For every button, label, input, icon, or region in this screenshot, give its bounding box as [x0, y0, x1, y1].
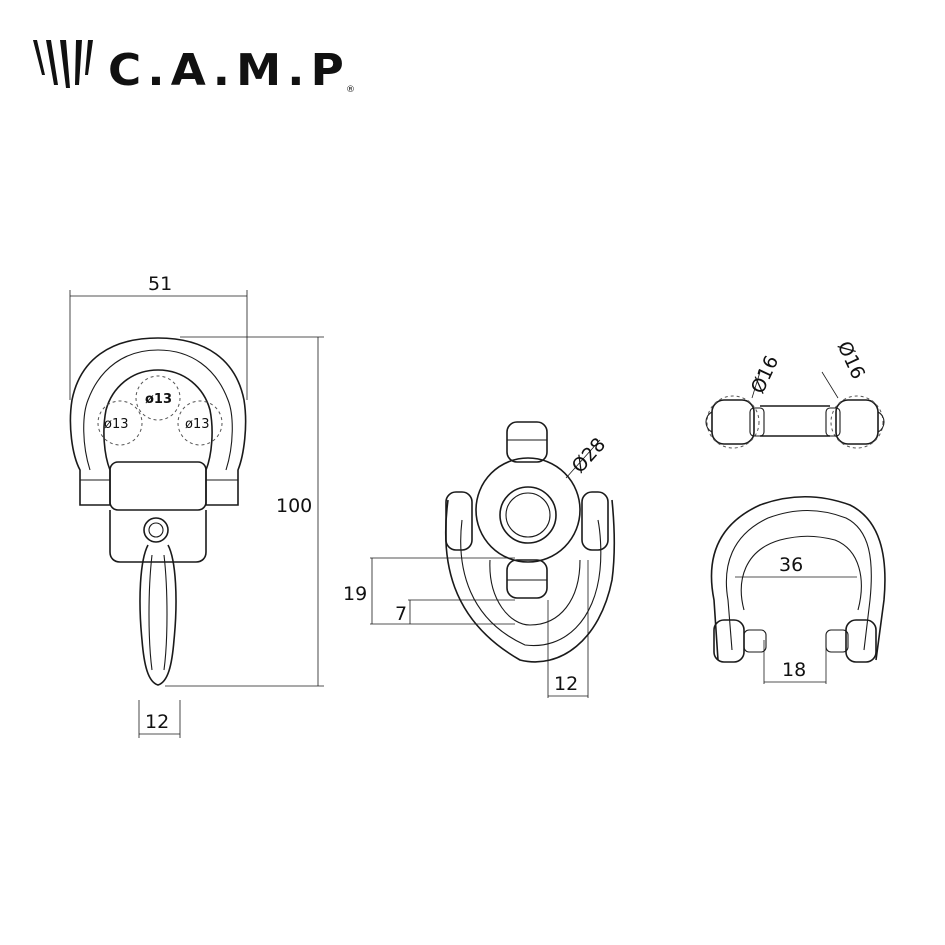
logo-mark-icon — [33, 40, 93, 88]
left-view: 51 100 12 ø13 ø13 ø13 — [69, 273, 324, 738]
hole-left — [97, 400, 143, 446]
pin-right-outline — [830, 395, 884, 449]
middle-view: Ø28 19 7 12 — [343, 421, 616, 698]
pin-left-outline — [706, 395, 760, 449]
right-view-pins: Ø16 Ø16 — [705, 338, 885, 449]
dim-offset-7: 7 — [395, 603, 407, 625]
dim-diameter-28: Ø28 — [568, 434, 611, 478]
label-hole-left: ø13 — [104, 417, 129, 432]
dim-inner-36: 36 — [779, 554, 803, 576]
dim-height-100: 100 — [276, 495, 312, 517]
dim-bar-12-middle: 12 — [554, 673, 578, 695]
hole-right — [177, 400, 223, 446]
dim-pin-left-16: Ø16 — [747, 352, 783, 397]
dim-bar-12: 12 — [145, 711, 169, 733]
logo-text: C.A.M.P — [108, 45, 350, 96]
dim-pin-gap-18: 18 — [782, 659, 806, 681]
hole-center — [135, 375, 181, 421]
dim-width-51: 51 — [148, 273, 172, 295]
dim-pin-right-16: Ø16 — [833, 338, 869, 383]
label-hole-right: ø13 — [185, 417, 210, 432]
right-view-shackle: 36 18 — [710, 495, 886, 684]
dim-offset-19: 19 — [343, 583, 367, 605]
logo-registered-mark: ® — [346, 85, 355, 95]
label-hole-center: ø13 — [145, 392, 172, 407]
camp-logo: C.A.M.P ® — [33, 40, 355, 96]
